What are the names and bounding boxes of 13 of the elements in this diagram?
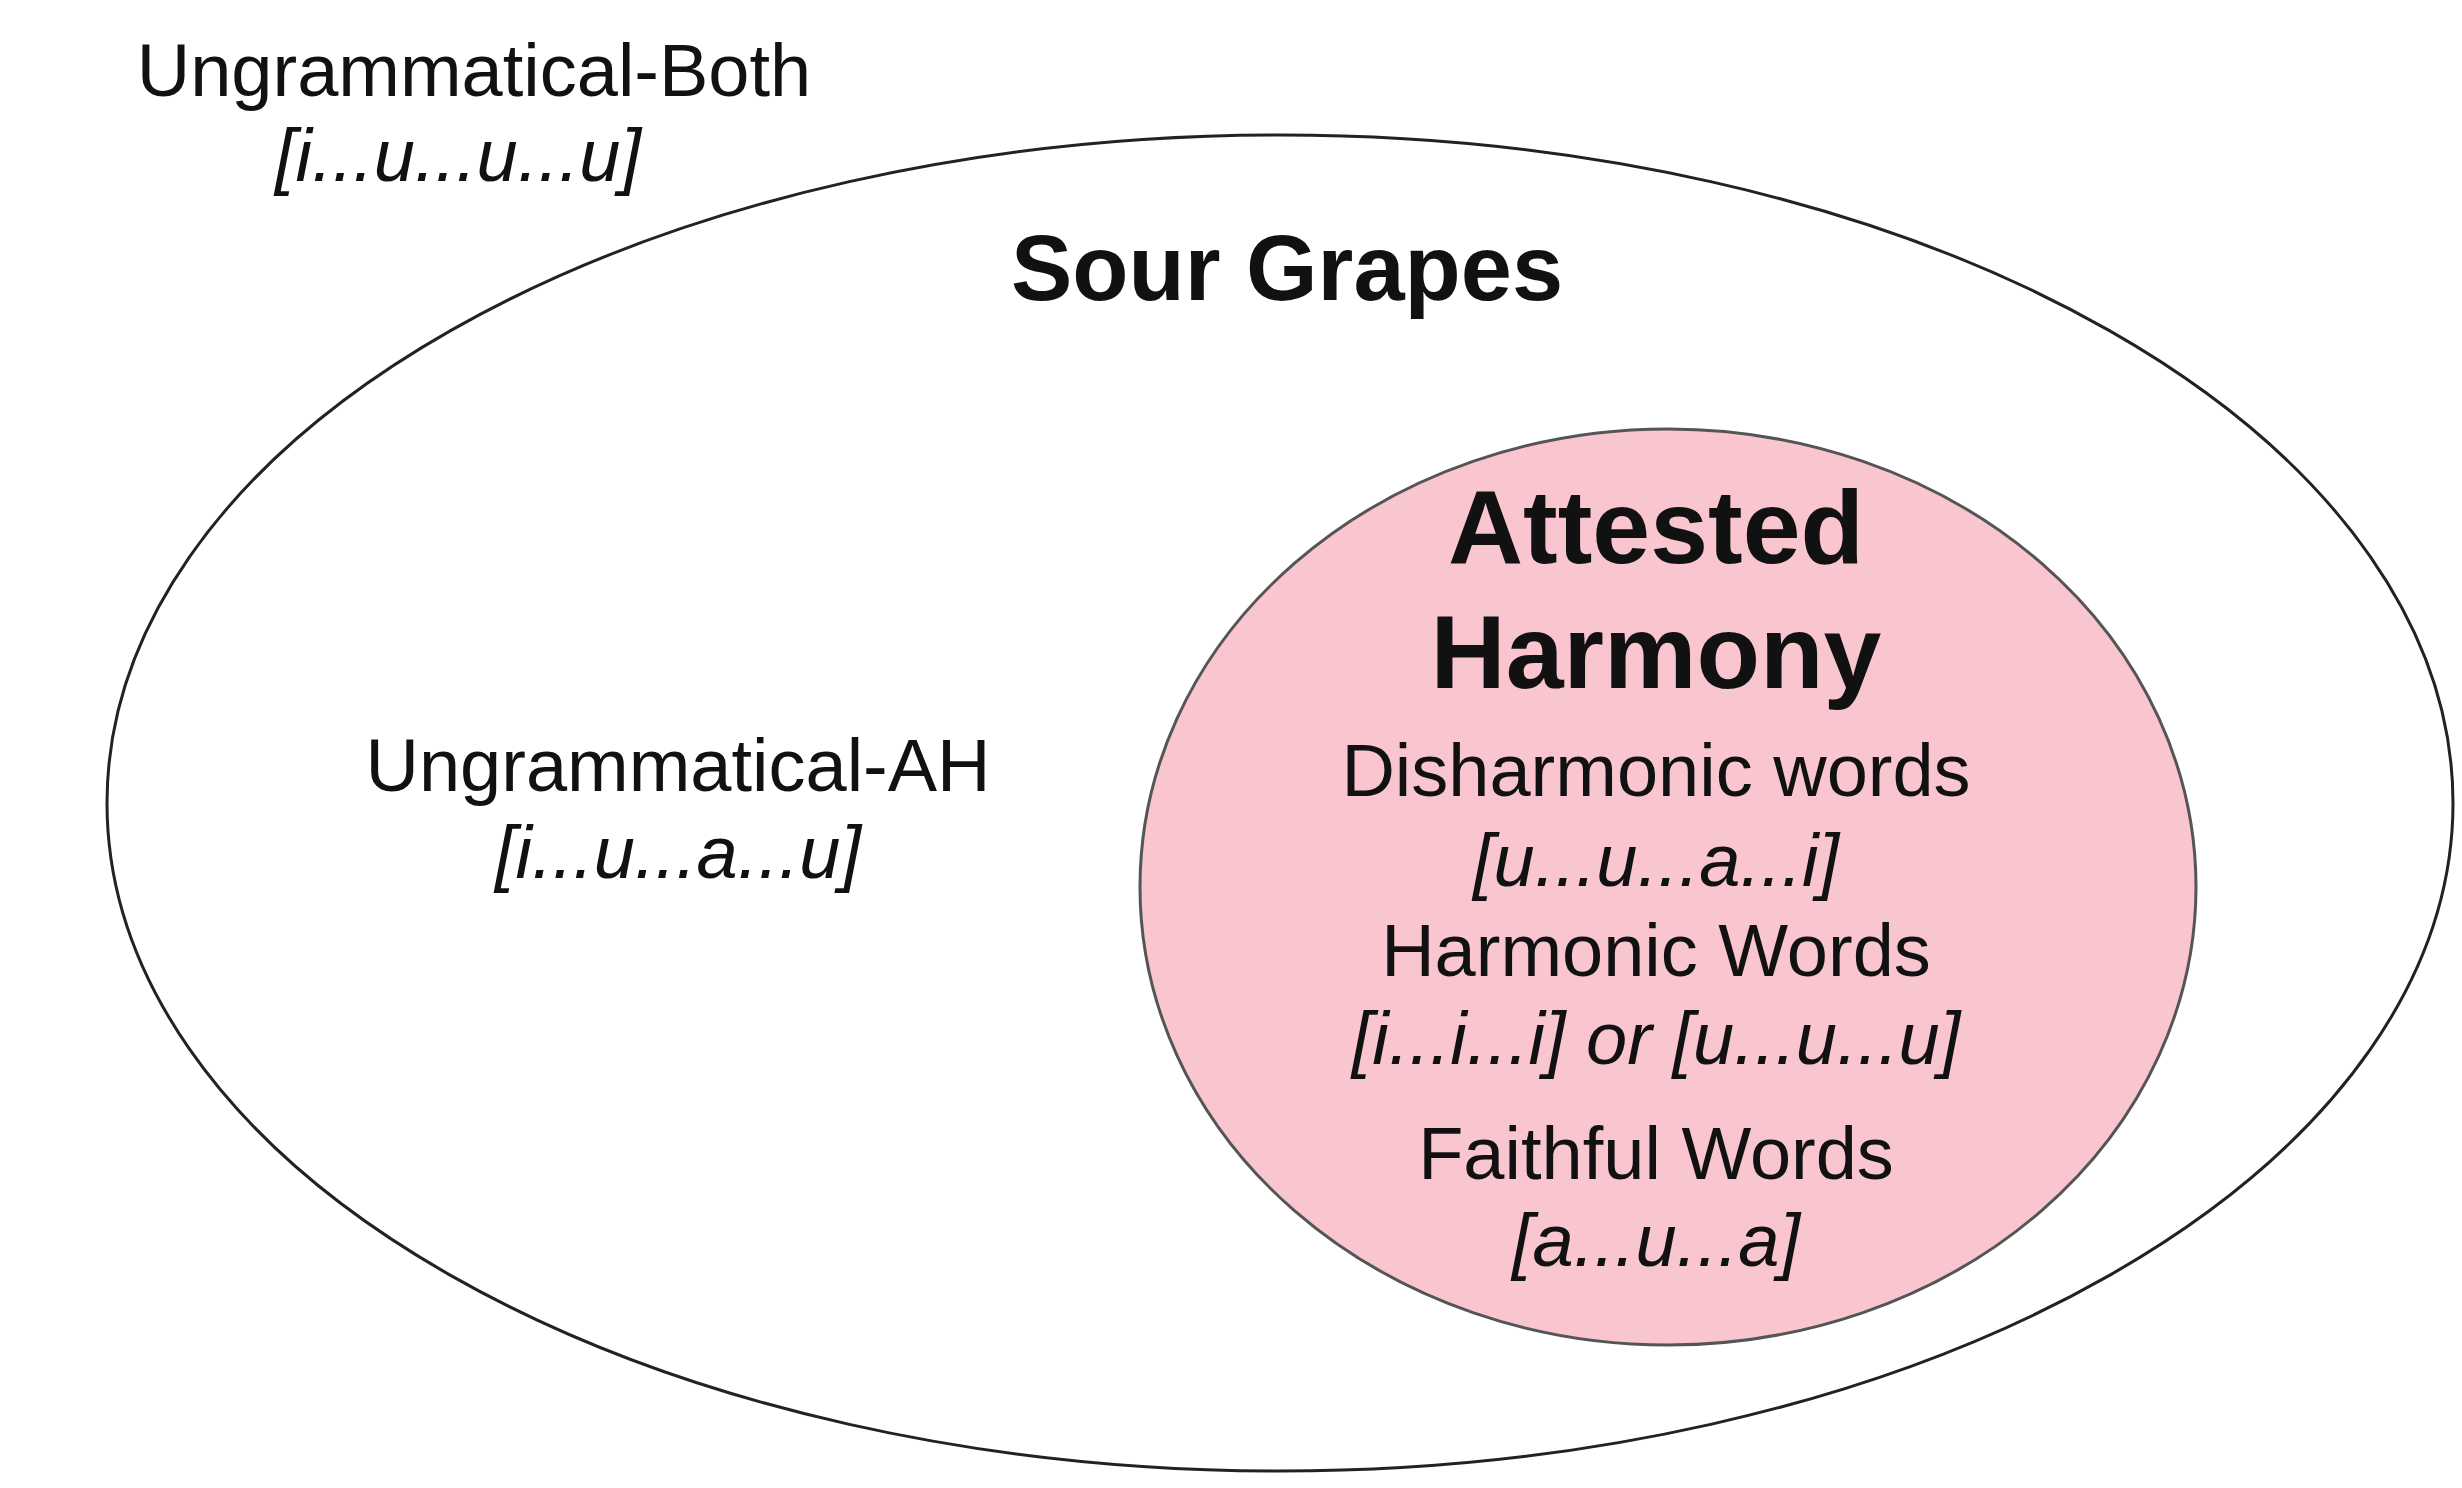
- category-label: Disharmonic words: [1341, 730, 1971, 812]
- category-label: Harmonic Words: [1381, 910, 1931, 992]
- set-title: Attested Harmony: [1429, 468, 1883, 712]
- example-pattern: [u...u...a...i]: [1472, 820, 1840, 902]
- category-label: Ungrammatical-AH: [365, 725, 991, 807]
- subset-ellipse: [1138, 427, 2198, 1347]
- category-label: Faithful Words: [1418, 1113, 1894, 1195]
- example-pattern: [i...u...a...u]: [494, 812, 862, 894]
- example-pattern: [i...i...i] or [u...u...u]: [1351, 998, 1961, 1080]
- example-pattern: [a...u...a]: [1512, 1200, 1800, 1282]
- example-pattern: [i...u...u...u]: [274, 115, 642, 197]
- category-label: Ungrammatical-Both: [136, 30, 812, 112]
- set-title: Sour Grapes: [1010, 218, 1564, 320]
